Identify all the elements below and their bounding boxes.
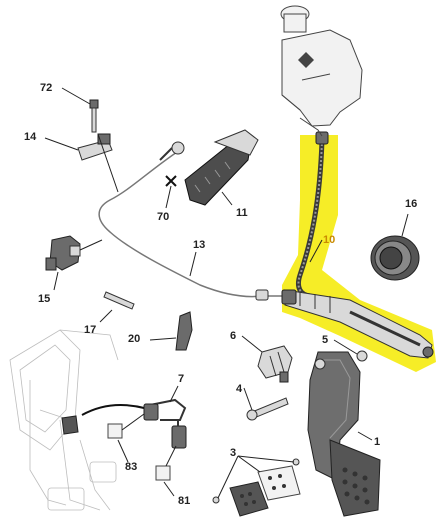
label-11: 11 xyxy=(236,207,248,219)
switch-on-pedal-box xyxy=(61,415,79,435)
label-72: 72 xyxy=(40,82,52,94)
label-81: 81 xyxy=(178,495,190,507)
label-14: 14 xyxy=(24,131,37,143)
label-5: 5 xyxy=(322,334,328,346)
label-83: 83 xyxy=(125,461,137,473)
bolt-72 xyxy=(89,99,99,133)
cross-marker xyxy=(165,175,177,187)
connector-81 xyxy=(155,465,171,481)
pedal-pad-grip xyxy=(342,467,370,505)
label-7: 7 xyxy=(178,373,184,385)
cable-connector xyxy=(255,289,269,301)
master-cylinder-11 xyxy=(159,129,259,206)
label-3: 3 xyxy=(230,447,236,459)
label-15: 15 xyxy=(38,293,50,305)
harness-link-curve xyxy=(81,403,145,416)
switch-6 xyxy=(257,345,293,383)
label-13: 13 xyxy=(193,239,205,251)
fluid-reservoir xyxy=(280,5,363,137)
label-6: 6 xyxy=(230,330,236,342)
grommet-16 xyxy=(370,235,420,281)
pedal-box-outline xyxy=(9,329,119,511)
pedal-pads-3 xyxy=(212,458,301,517)
label-70: 70 xyxy=(157,211,169,223)
clutch-cable-13 xyxy=(98,149,263,298)
label-17: 17 xyxy=(84,324,96,336)
nut-5 xyxy=(356,350,368,362)
pin-17 xyxy=(103,291,135,310)
label-1: 1 xyxy=(374,436,380,448)
label-4: 4 xyxy=(236,383,243,395)
bracket-20 xyxy=(175,311,193,351)
connector-83 xyxy=(107,423,123,439)
label-20: 20 xyxy=(128,333,140,345)
clip-15 xyxy=(45,235,81,271)
wiring-harness-7 xyxy=(143,398,187,449)
label-10: 10 xyxy=(323,234,335,246)
clutch-pedal-1 xyxy=(307,351,381,517)
label-16: 16 xyxy=(405,198,417,210)
bracket-14 xyxy=(77,133,113,161)
hydraulic-hose-10 xyxy=(281,131,434,359)
